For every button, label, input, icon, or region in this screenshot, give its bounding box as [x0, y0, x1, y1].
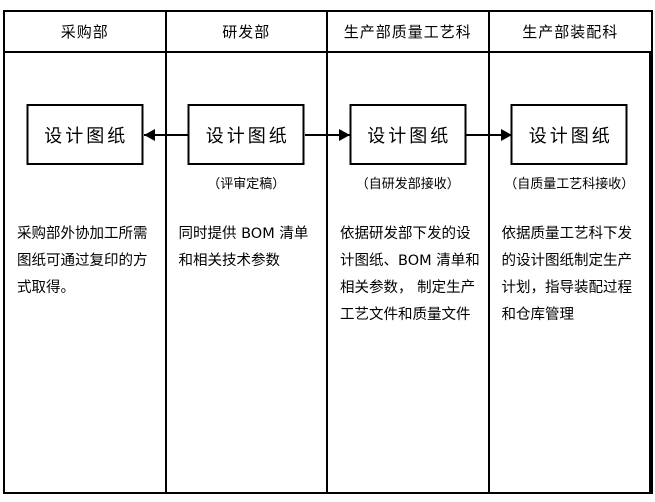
- arrowhead-right-icon: [339, 129, 350, 141]
- arrow-quality-process-to-assembly: [466, 129, 512, 141]
- design-drawing-box-label: 设计图纸: [205, 125, 290, 147]
- arrow-shaft: [466, 134, 512, 136]
- arrow-shaft: [144, 134, 189, 136]
- box-caption-quality-process: （自研发部接收）: [355, 177, 460, 192]
- lane-note-assembly: 依据质量工艺科下发 的设计图纸制定生产 计划，指导装配过程 和仓库管理: [501, 226, 633, 323]
- design-drawing-box-label: 设计图纸: [367, 125, 452, 147]
- arrow-shaft: [305, 134, 350, 136]
- arrowhead-left-icon: [144, 129, 155, 141]
- design-drawing-box-label: 设计图纸: [528, 125, 613, 147]
- design-drawing-box-quality-process: 设计图纸: [349, 104, 467, 165]
- design-drawing-box-assembly: 设计图纸: [510, 104, 628, 165]
- swimlane-diagram: 采购部 研发部 生产部质量工艺科 生产部装配科 设计图纸 采购部外协加工所需 图…: [3, 10, 653, 494]
- arrow-rnd-to-purchasing: [144, 129, 189, 141]
- lane-header-quality-process: 生产部质量工艺科: [328, 12, 490, 51]
- lane-body-row: 设计图纸 采购部外协加工所需 图纸可通过复印的方 式取得。 设计图纸 （评审定稿…: [5, 53, 651, 492]
- box-caption-assembly: （自质量工艺科接收）: [504, 177, 635, 192]
- design-drawing-box-purchasing: 设计图纸: [26, 104, 144, 165]
- design-drawing-box-rnd: 设计图纸: [187, 104, 305, 165]
- arrowhead-right-icon: [501, 129, 512, 141]
- box-caption-rnd: （评审定稿）: [207, 177, 286, 192]
- lane-quality-process: 设计图纸 （自研发部接收） 依据研发部下发的设 计图纸、BOM 清单和 相关参数…: [328, 53, 490, 492]
- lane-purchasing: 设计图纸 采购部外协加工所需 图纸可通过复印的方 式取得。: [5, 53, 167, 492]
- arrow-rnd-to-quality-process: [305, 129, 350, 141]
- lane-note-quality-process: 依据研发部下发的设 计图纸、BOM 清单和 相关参数， 制定生产 工艺文件和质量…: [340, 226, 480, 323]
- lane-header-purchasing: 采购部: [5, 12, 167, 51]
- design-drawing-box-label: 设计图纸: [44, 125, 129, 147]
- lane-header-assembly: 生产部装配科: [522, 23, 619, 41]
- lane-assembly: 设计图纸 （自质量工艺科接收） 依据质量工艺科下发 的设计图纸制定生产 计划，指…: [490, 53, 651, 492]
- lane-header-rnd: 研发部: [167, 12, 328, 51]
- lane-rnd: 设计图纸 （评审定稿） 同时提供 BOM 清单 和相关技术参数: [167, 53, 328, 492]
- lane-note-rnd: 同时提供 BOM 清单 和相关技术参数: [178, 226, 309, 269]
- lane-note-purchasing: 采购部外协加工所需 图纸可通过复印的方 式取得。: [17, 226, 148, 296]
- lane-header-row: 采购部 研发部 生产部质量工艺科 生产部装配科: [5, 12, 651, 53]
